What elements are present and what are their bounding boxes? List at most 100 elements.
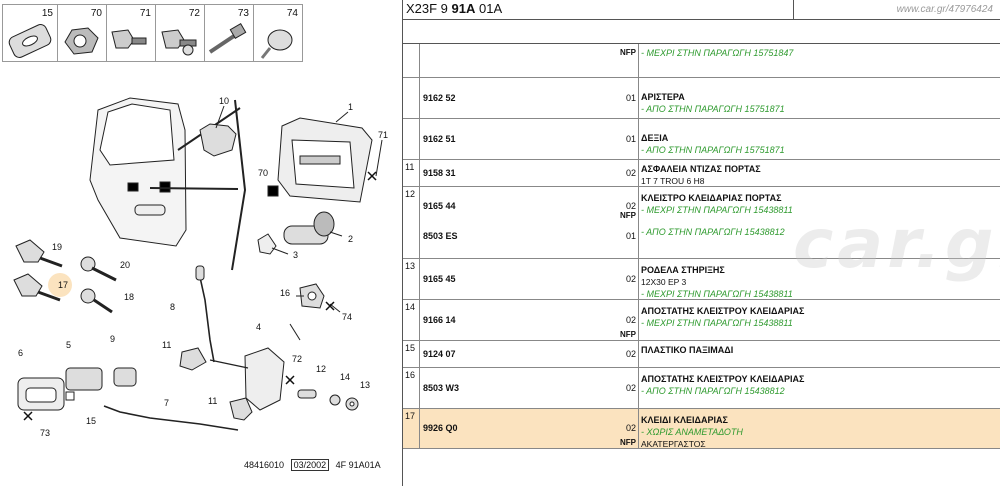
parts-list-panel: X23F 9 91A 01A www.car.gr/47976424 NFP- …	[402, 0, 1000, 486]
callout-2: 2	[348, 234, 353, 244]
callout-4: 4	[256, 322, 261, 332]
callout-20: 20	[120, 260, 130, 270]
part-number[interactable]: 8503 ES	[423, 231, 458, 241]
title-divider	[793, 0, 794, 20]
quantity: 02	[625, 383, 636, 393]
row-index: 12	[405, 189, 416, 199]
diagram-code: 4F 91A01A	[335, 460, 381, 470]
callout-18: 18	[124, 292, 134, 302]
row-description-cell: - ΜΕΧΡΙ ΣΤΗΝ ΠΑΡΑΓΩΓΗ 15751847	[639, 44, 1000, 77]
row-index-cell	[403, 119, 420, 159]
row-index-cell: 11	[403, 160, 420, 186]
quantity: 01	[625, 231, 636, 241]
callout-15: 15	[86, 416, 96, 426]
description-line: - ΜΕΧΡΙ ΣΤΗΝ ΠΑΡΑΓΩΓΗ 15438811	[641, 318, 793, 328]
parts-row[interactable]: 16 8503 W3 02 ΑΠΟΣΤΑΤΗΣ ΚΛΕΙΣΤΡΟΥ ΚΛΕΙΔΑΡΙΑ…	[403, 368, 1000, 409]
description-line: - ΧΩΡΙΣ ΑΝΑΜΕΤΑΔΟΤΗ	[641, 427, 743, 437]
row-index-cell: 12	[403, 187, 420, 258]
title-bold: 91A	[451, 1, 476, 16]
row-reference-cell: 9162 52	[420, 78, 639, 118]
callout-12: 12	[316, 364, 326, 374]
callout-73: 73	[40, 428, 50, 438]
callout-74: 74	[342, 312, 352, 322]
nfp-flag: NFP	[620, 438, 636, 447]
part-number[interactable]: 9926 Q0	[423, 423, 458, 433]
description-line: ΚΛΕΙΣΤΡΟ ΚΛΕΙΔΑΡΙΑΣ ΠΟΡΤΑΣ	[641, 193, 782, 203]
header-number: 73	[237, 8, 249, 19]
parts-row[interactable]: 15 9124 07 02 ΠΛΑΣΤΙΚΟ ΠΑΞΙΜΑΔΙ	[403, 341, 1000, 368]
quantity: 01	[625, 93, 636, 103]
diagram-date: 03/2002	[290, 459, 330, 471]
callout-9: 9	[110, 334, 115, 344]
row-index-cell: 15	[403, 341, 420, 367]
diagram-drawing: 1 2 3 4 5 6 7 8 10 11 11 12 13 14 15 16 …	[8, 22, 388, 438]
title-empty-row	[403, 20, 1000, 44]
quantity: 02	[625, 315, 636, 325]
part-number[interactable]: 9166 14	[423, 315, 456, 325]
quantity: 02	[625, 274, 636, 284]
nfp-flag: NFP	[620, 211, 636, 220]
row-reference-cell: 9158 31	[420, 160, 639, 186]
part-number[interactable]: 9162 52	[423, 93, 456, 103]
row-reference-cell: 9165 44 NFP 8503 ES	[420, 187, 639, 258]
parts-row[interactable]: NFP- ΜΕΧΡΙ ΣΤΗΝ ΠΑΡΑΓΩΓΗ 15751847	[403, 44, 1000, 78]
description-line: ΑΠΟΣΤΑΤΗΣ ΚΛΕΙΣΤΡΟΥ ΚΛΕΙΔΑΡΙΑΣ	[641, 374, 805, 384]
description-line: ΚΛΕΙΔΙ ΚΛΕΙΔΑΡΙΑΣ	[641, 415, 728, 425]
description-line: ΑΣΦΑΛΕΙΑ ΝΤΙΖΑΣ ΠΟΡΤΑΣ	[641, 164, 761, 174]
part-number[interactable]: 9158 31	[423, 168, 456, 178]
part-number[interactable]: 9124 07	[423, 349, 456, 359]
header-number: 71	[139, 8, 151, 19]
description-line: 1T 7 TROU 6 H8	[641, 176, 705, 186]
callout-11a: 11	[162, 340, 171, 350]
callout-10: 10	[219, 96, 229, 106]
title-bar: X23F 9 91A 01A www.car.gr/47976424	[403, 0, 1000, 20]
header-number: 72	[188, 8, 200, 19]
description-line: ΠΛΑΣΤΙΚΟ ΠΑΞΙΜΑΔΙ	[641, 345, 734, 355]
quantity: 01	[625, 134, 636, 144]
parts-diagram: 15 70 71 72 73 74	[0, 0, 402, 486]
callout-71: 71	[378, 130, 388, 140]
row-index: 15	[405, 343, 416, 353]
part-number[interactable]: 9162 51	[423, 134, 456, 144]
row-index: 13	[405, 261, 416, 271]
callout-7: 7	[164, 398, 169, 408]
part-number[interactable]: 8503 W3	[423, 383, 460, 393]
header-number: 15	[41, 8, 53, 19]
callout-13: 13	[360, 380, 370, 390]
callout-19: 19	[52, 242, 62, 252]
description-line: ΑΡΙΣΤΕΡΑ	[641, 92, 685, 102]
quantity: 02	[625, 168, 636, 178]
row-index-cell	[403, 44, 420, 77]
quantity: 02	[625, 349, 636, 359]
callout-11b: 11	[208, 396, 217, 406]
description-line: - ΜΕΧΡΙ ΣΤΗΝ ΠΑΡΑΓΩΓΗ 15438811	[641, 289, 793, 299]
description-line: ΡΟΔΕΛΑ ΣΤΗΡΙΞΗΣ	[641, 265, 725, 275]
description-line: ΔΕΞΙΑ	[641, 133, 669, 143]
callout-8: 8	[170, 302, 175, 312]
description-line: - ΑΠΟ ΣΤΗΝ ΠΑΡΑΓΩΓΗ 15438812	[641, 386, 785, 396]
row-index: 16	[405, 370, 416, 380]
row-index-cell: 16	[403, 368, 420, 408]
part-number[interactable]: 9165 45	[423, 274, 456, 284]
row-index-cell: 17	[403, 409, 420, 448]
row-index-cell: 13	[403, 259, 420, 299]
row-reference-cell: 9165 45	[420, 259, 639, 299]
row-reference-cell: 9124 07	[420, 341, 639, 367]
title-prefix: X23F 9	[406, 1, 452, 16]
part-number[interactable]: 9165 44	[423, 201, 456, 211]
callout-16: 16	[280, 288, 290, 298]
